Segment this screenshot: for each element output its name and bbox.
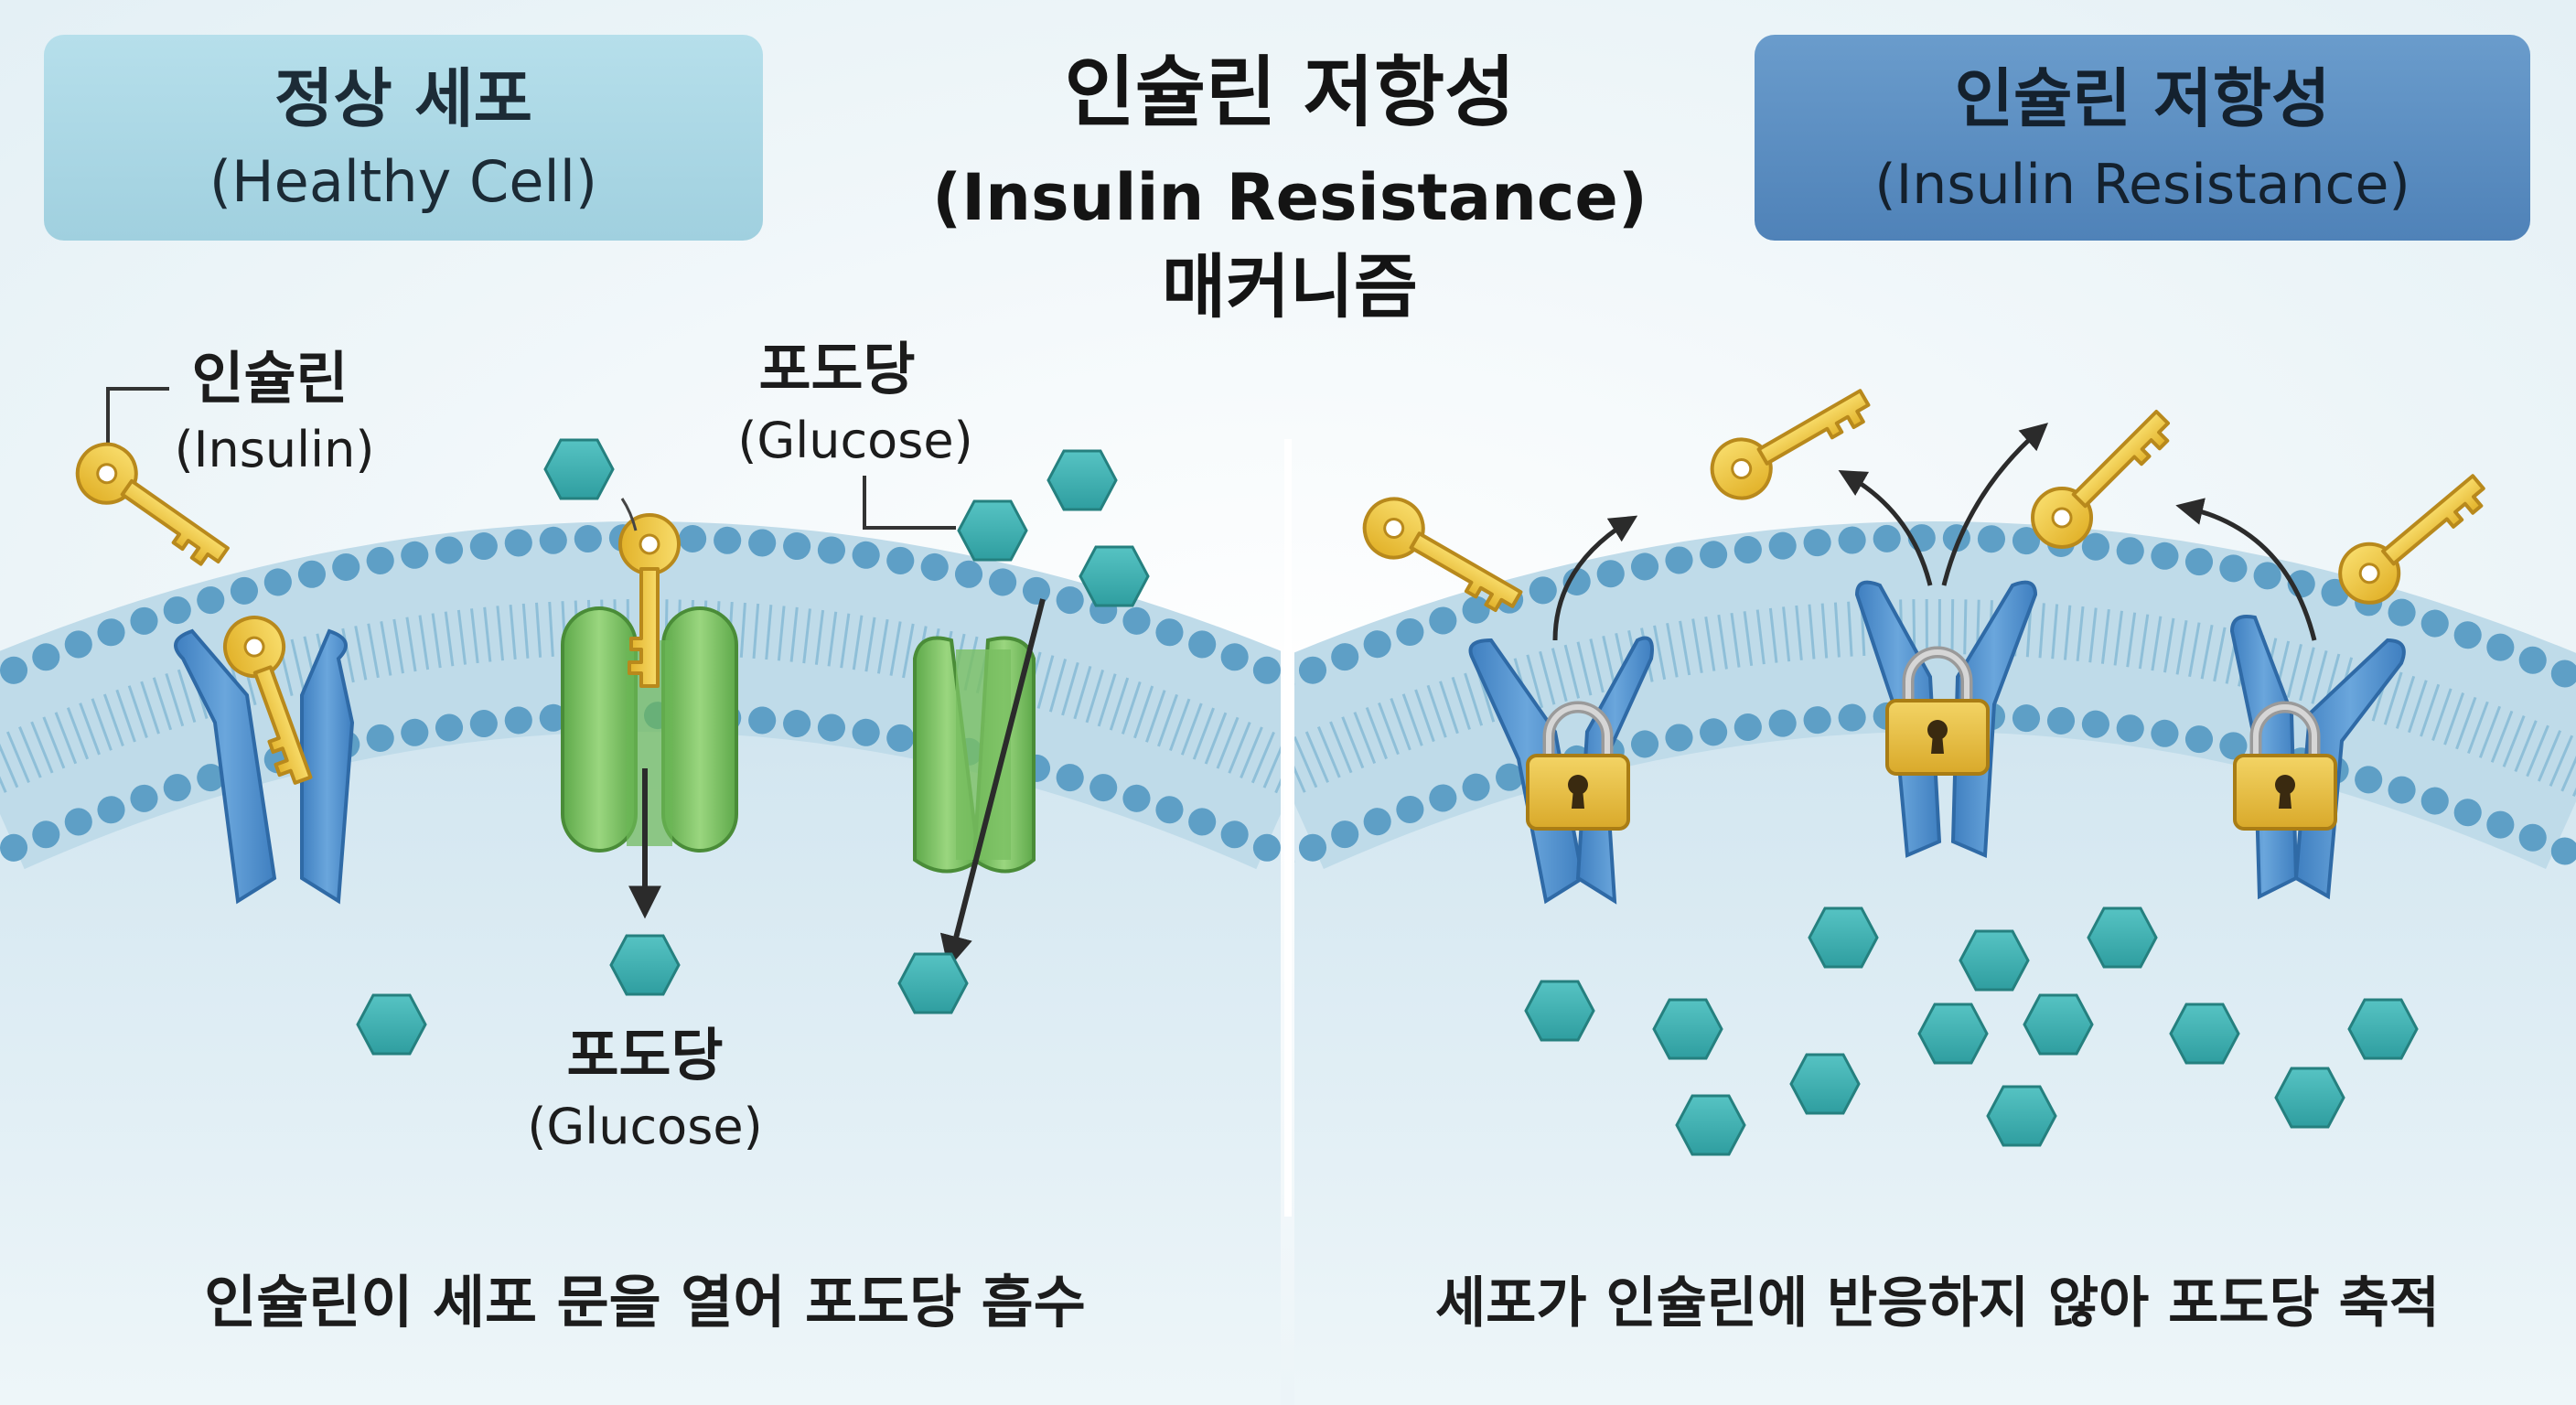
- left-header-subtitle: (Healthy Cell): [209, 148, 597, 215]
- glucose-hexagon-icon: [2347, 998, 2419, 1060]
- right-cell: [1294, 521, 2576, 1405]
- glucose-label-top: 포도당: [758, 336, 915, 402]
- repel-arrow-icon: [1941, 423, 2049, 586]
- glucose-label-top-en: (Glucose): [737, 412, 972, 469]
- glucose-hexagon-icon: [897, 952, 969, 1014]
- glucose-hexagon-icon: [2023, 993, 2094, 1056]
- left-lipid-heads-outer: [0, 524, 1281, 692]
- glucose-hexagon-icon: [1524, 980, 1595, 1042]
- glucose-callout-line: [863, 476, 956, 530]
- glucose-hexagon-icon: [1079, 545, 1150, 607]
- left-caption: 인슐린이 세포 문을 열어 포도당 흡수: [204, 1269, 1086, 1335]
- glucose-hexagon-icon: [1986, 1085, 2057, 1147]
- right-header-box: [1755, 35, 2530, 241]
- glucose-hexagon-icon: [1808, 906, 1879, 969]
- title-line-1: 인슐린 저항성: [1065, 48, 1516, 137]
- glucose-label-bottom: 포도당: [566, 1022, 723, 1089]
- glucose-hexagon-icon: [2087, 906, 2158, 969]
- right-caption: 세포가 인슐린에 반응하지 않아 포도당 축적: [1435, 1271, 2440, 1335]
- glucose-label-bottom-en: (Glucose): [527, 1098, 762, 1155]
- glucose-channel-arrow-icon: [939, 598, 1046, 969]
- glucose-hexagon-icon: [1959, 929, 2030, 992]
- right-header-subtitle: (Insulin Resistance): [1874, 153, 2410, 217]
- key-path-line: [620, 498, 638, 531]
- glucose-hexagon-icon: [543, 438, 615, 500]
- insulin-label-en: (Insulin): [175, 421, 375, 478]
- left-header-box: [44, 35, 763, 241]
- title-line-3: 매커니즘: [1162, 246, 1418, 327]
- glucose-hexagon-icon: [1046, 449, 1118, 511]
- glucose-hexagon-icon: [356, 993, 427, 1056]
- glucose-transporter-icon-2: [913, 636, 1036, 874]
- glucose-hexagon-icon: [1789, 1053, 1861, 1115]
- right-panel: 인슐린 저항성 (Insulin Resistance): [1294, 35, 2576, 1405]
- glucose-hexagon-icon: [609, 934, 681, 996]
- insulin-label: 인슐린: [191, 345, 348, 412]
- glucose-hexagon-icon: [957, 499, 1028, 562]
- left-lipid-heads-inner: [0, 702, 1281, 869]
- title-line-2: (Insulin Resistance): [932, 160, 1648, 235]
- glucose-hexagon-icon: [1917, 1003, 1989, 1065]
- left-header-title: 정상 세포: [274, 61, 532, 136]
- right-lipid-heads-outer: [1294, 524, 2576, 694]
- repel-arrow-icon: [1838, 470, 1933, 586]
- right-header-title: 인슐린 저항성: [1955, 61, 2331, 136]
- glucose-hexagon-icon: [1652, 998, 1723, 1060]
- left-panel: 정상 세포 (Healthy Cell) 인슐린 (Insulin): [0, 35, 1281, 1405]
- main-title: 인슐린 저항성 (Insulin Resistance) 매커니즘: [932, 48, 1648, 327]
- repel-arrow-icon: [1552, 515, 1638, 641]
- glucose-hexagon-icon: [1675, 1094, 1746, 1156]
- insulin-receptor-icon: [174, 628, 355, 905]
- glucose-hexagon-icon: [2169, 1003, 2240, 1065]
- right-lipid-tails: [1294, 599, 2576, 798]
- repel-arrow-icon: [2175, 498, 2317, 641]
- glucose-hexagon-icon: [2274, 1067, 2345, 1129]
